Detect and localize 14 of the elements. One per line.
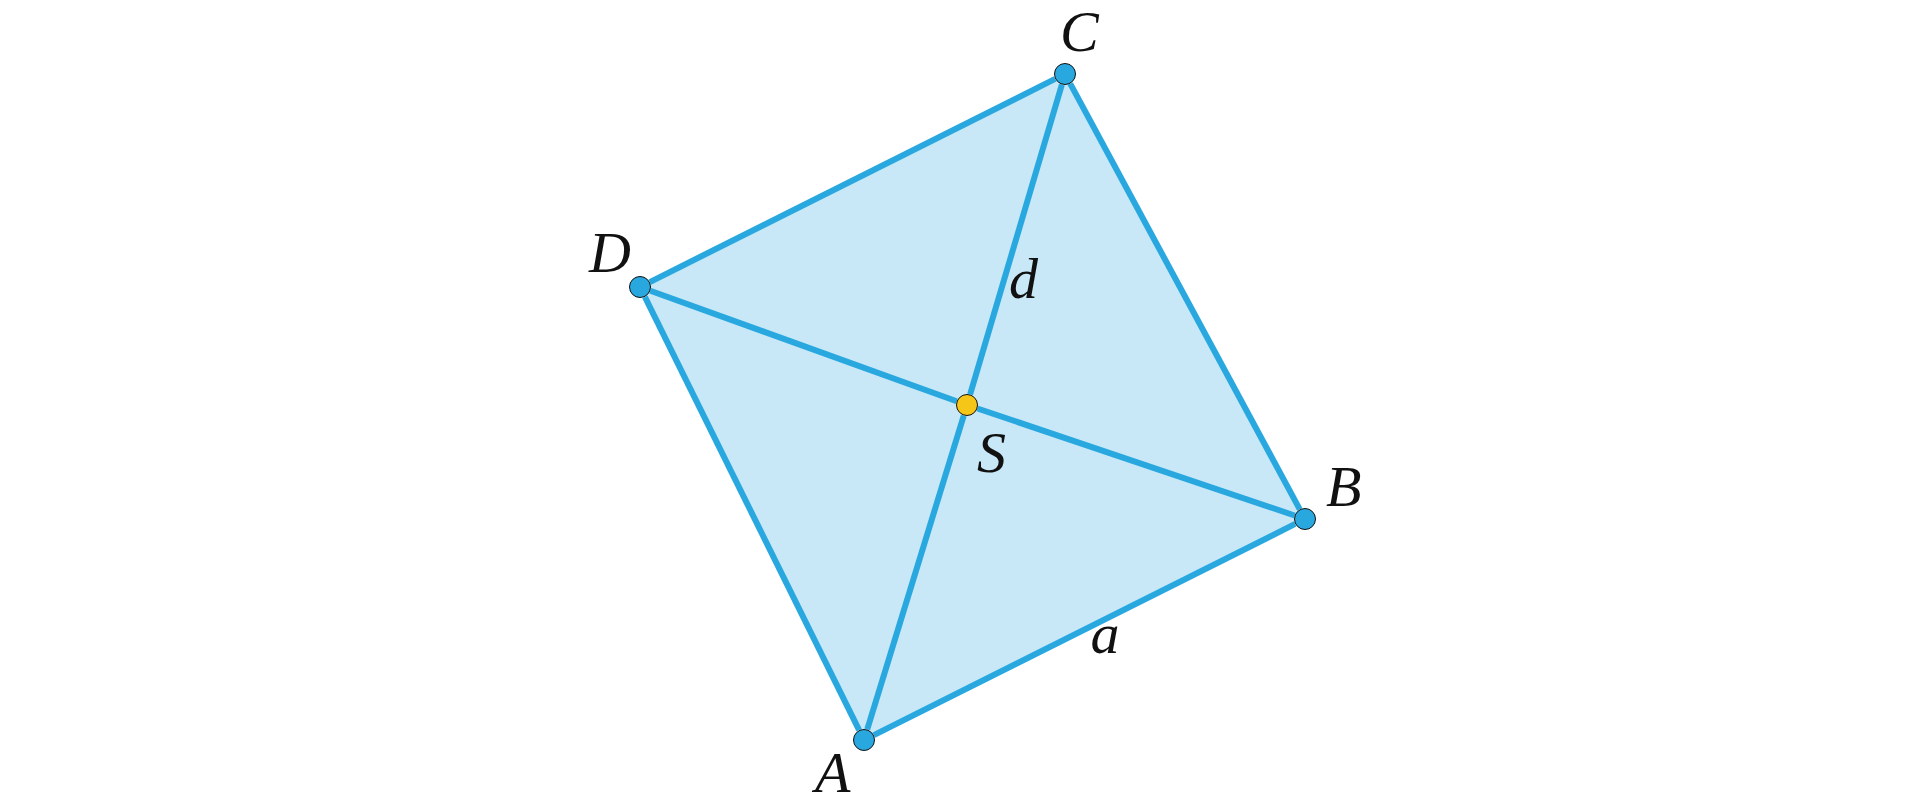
vertex-label: C	[1060, 3, 1099, 61]
line-segment	[1067, 82, 1303, 511]
vertex-label: B	[1326, 458, 1362, 516]
vertex-label: D	[589, 224, 631, 282]
line-segment	[648, 76, 1057, 285]
vertex-label: S	[977, 424, 1006, 482]
line-segment	[649, 287, 958, 405]
edge-label: a	[1090, 604, 1120, 663]
line-segment	[976, 405, 1296, 519]
edge-label: d	[1009, 249, 1038, 308]
line-segment	[967, 83, 1065, 396]
line-segment	[872, 521, 1297, 738]
line-segment	[642, 295, 862, 732]
line-segment	[864, 414, 967, 731]
